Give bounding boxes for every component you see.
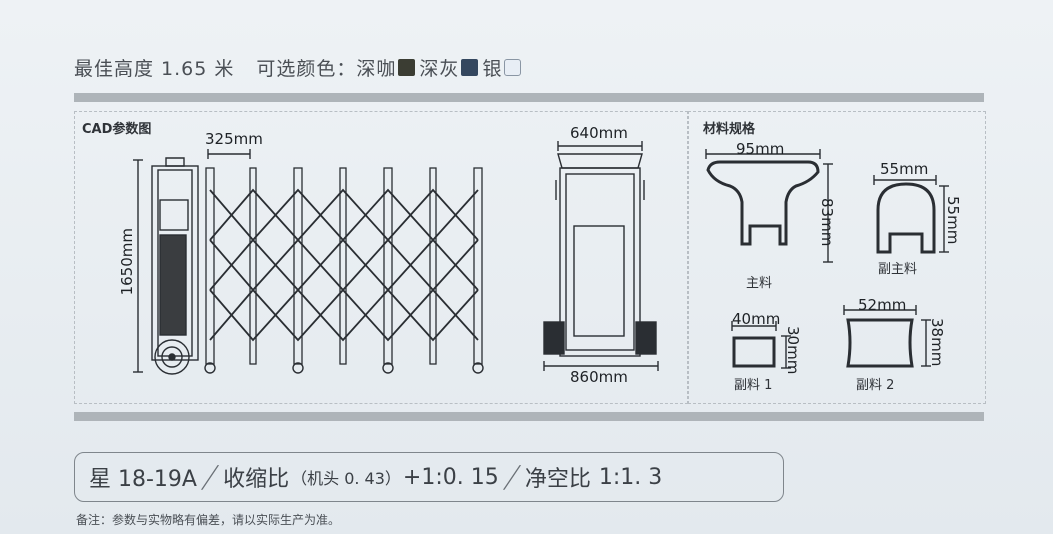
sub1-height: 30mm: [784, 326, 802, 375]
separator: /: [500, 459, 524, 495]
sub-main-label: 副主料: [878, 262, 918, 277]
sub1-profile-drawing: [731, 321, 791, 369]
dim-bottom-width: 860mm: [570, 368, 628, 386]
main-height: 83mm: [818, 198, 836, 247]
materials-title: 材料规格: [703, 122, 756, 137]
sub2-height: 38mm: [928, 318, 946, 367]
color-name-1: 深咖: [356, 58, 397, 80]
sub2-label: 副料 2: [856, 378, 895, 393]
main-label: 主料: [746, 276, 773, 291]
main-profile-drawing: [705, 149, 833, 263]
main-width: 95mm: [736, 140, 785, 158]
sub1-label: 副料 1: [734, 378, 773, 393]
top-divider-bar: [74, 93, 984, 102]
color-name-3: 银: [482, 58, 503, 80]
gate-front-view-drawing: [133, 149, 484, 375]
color-swatch-dark-coffee: [398, 59, 416, 76]
clear-value: 1:1. 3: [598, 464, 663, 490]
height-label: 最佳高度 1.65 米: [74, 58, 235, 80]
cad-title: CAD参数图: [82, 122, 152, 137]
ratio-label: 收缩比: [223, 467, 290, 492]
color-swatch-silver: [504, 59, 522, 76]
gate-side-view-drawing: [543, 141, 659, 371]
dim-top-width: 640mm: [570, 124, 628, 142]
bottom-divider-bar: [74, 412, 984, 421]
separator: /: [198, 459, 222, 495]
sub-main-width: 55mm: [880, 160, 929, 178]
dim-height: 1650mm: [118, 228, 136, 296]
sub2-profile-drawing: [843, 305, 931, 368]
top-info-line: 最佳高度 1.65 米 可选颜色： 深咖 深灰 银: [74, 54, 525, 81]
color-label: 可选颜色：: [256, 58, 357, 80]
color-name-2: 深灰: [419, 58, 460, 80]
sub2-width: 52mm: [858, 296, 907, 314]
dim-spacing: 325mm: [205, 130, 263, 148]
clear-label: 净空比: [524, 467, 591, 492]
spec-box: 星 18-19A / 收缩比 （机头 0. 43） +1:0. 15 / 净空比…: [74, 452, 784, 502]
cad-panel: [74, 111, 688, 404]
color-swatch-dark-grey: [461, 59, 479, 76]
sub-main-profile-drawing: [873, 175, 949, 254]
ratio-note: （机头 0. 43）: [291, 469, 401, 488]
materials-panel: [688, 111, 986, 404]
model-name: 星 18-19A: [89, 467, 197, 492]
footnote: 备注：参数与实物略有偏差，请以实际生产为准。: [76, 513, 341, 527]
sub-main-height: 55mm: [944, 196, 962, 245]
ratio-value: +1:0. 15: [402, 464, 499, 490]
sub1-width: 40mm: [732, 310, 781, 328]
